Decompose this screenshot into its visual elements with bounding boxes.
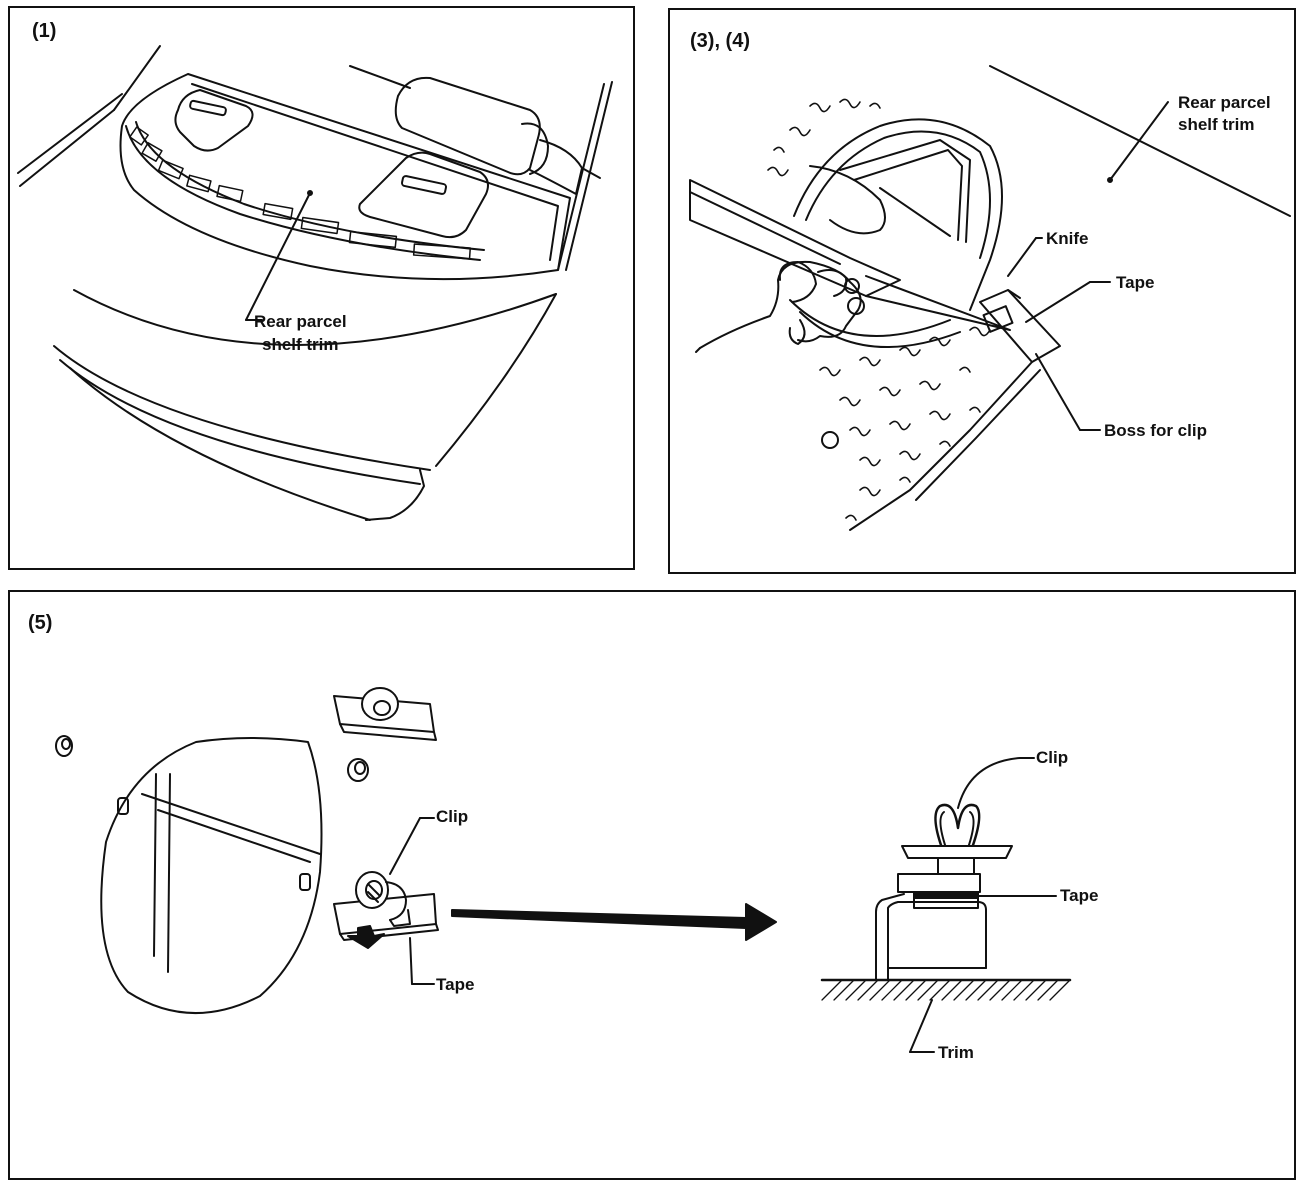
trim-label: Trim	[938, 1043, 974, 1062]
panel-step-1: (1)	[8, 6, 635, 570]
step-number: (1)	[32, 20, 57, 42]
tape-label-right: Tape	[1060, 886, 1099, 905]
rear-shelf-illustration	[17, 45, 613, 521]
rear-parcel-shelf-label-2: shelf trim	[262, 335, 339, 354]
rear-parcel-shelf-label-2: shelf trim	[1178, 115, 1255, 134]
rear-parcel-shelf-label-1: Rear parcel	[254, 312, 347, 331]
step-number: (3), (4)	[690, 30, 750, 52]
step-number: (5)	[28, 612, 53, 634]
clip-installation-illustration	[55, 687, 1072, 1053]
panel-step-3-4: (3), (4)	[668, 8, 1296, 574]
tape-label-left: Tape	[436, 975, 475, 994]
panel-step-5: (5)	[8, 590, 1296, 1180]
rear-parcel-shelf-label-1: Rear parcel	[1178, 93, 1271, 112]
boss-for-clip-label: Boss for clip	[1104, 421, 1207, 440]
clip-label-right: Clip	[1036, 748, 1069, 767]
tape-label: Tape	[1116, 273, 1155, 292]
knife-cutting-illustration	[689, 65, 1291, 531]
clip-label-left: Clip	[436, 807, 469, 826]
knife-label: Knife	[1046, 229, 1089, 248]
